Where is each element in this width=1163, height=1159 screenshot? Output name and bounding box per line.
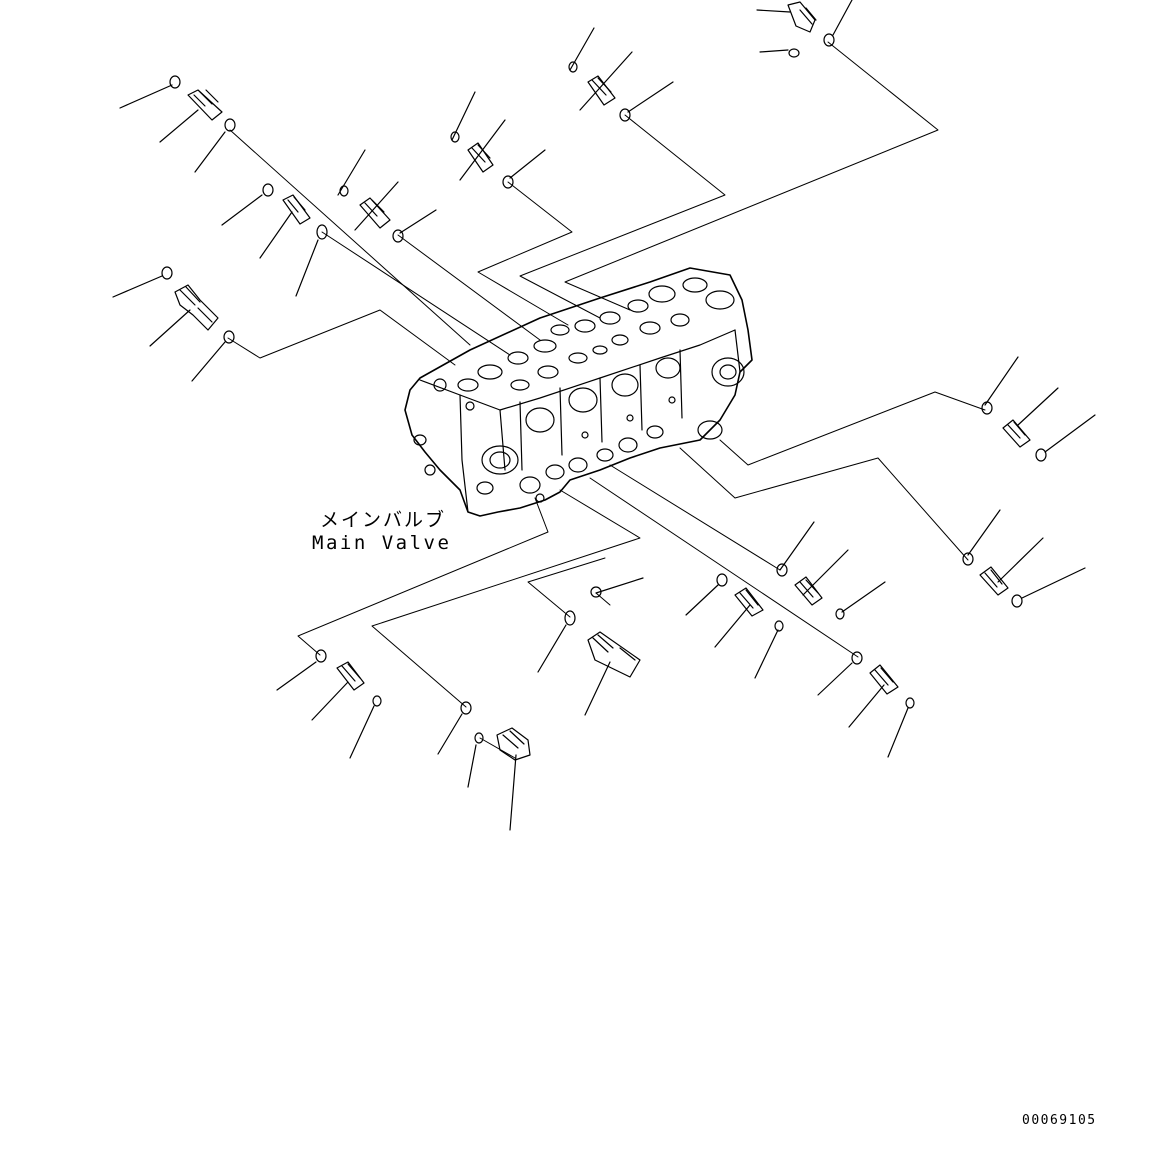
fitting-group-top-center-2	[450, 91, 546, 189]
fitting-group-lower-center	[437, 701, 531, 831]
fitting-group-top-right	[756, 0, 853, 58]
fitting-group-left-3	[112, 266, 235, 382]
fitting-group-left-2	[221, 183, 328, 297]
fitting-group-right-1	[981, 356, 1096, 462]
fitting-group-center-right-2	[685, 573, 784, 679]
main-valve-body	[404, 267, 753, 517]
fitting-group-top-center-3	[568, 27, 674, 122]
fitting-group-center-right-1	[776, 521, 886, 620]
drawing-number: 00069105	[1022, 1113, 1097, 1128]
main-valve-label-japanese: メインバルブ	[320, 509, 447, 531]
fitting-group-lower-right	[817, 651, 915, 758]
fitting-group-center-elbow	[537, 577, 644, 716]
fitting-group-top-center-1	[337, 149, 437, 243]
fitting-group-lower-left	[276, 649, 382, 759]
leader-lines	[227, 41, 986, 759]
fitting-group-upper-left	[119, 75, 236, 173]
fitting-group-right-2	[962, 509, 1086, 608]
main-valve-label-english: Main Valve	[312, 532, 452, 554]
